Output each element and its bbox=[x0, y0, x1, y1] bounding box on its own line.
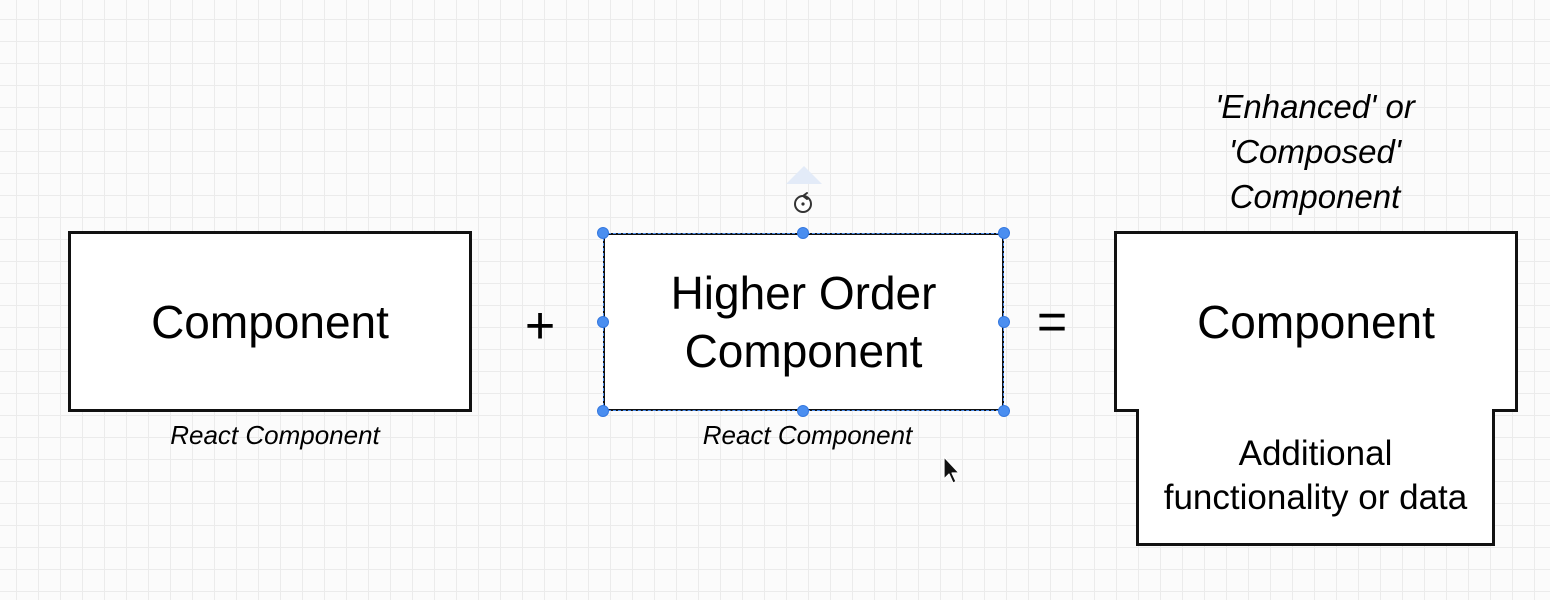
additional-functionality-box[interactable]: Additional functionality or data bbox=[1136, 409, 1495, 546]
enhanced-caption-line2: 'Composed' bbox=[1228, 133, 1402, 170]
resize-handle-top-right[interactable] bbox=[998, 227, 1010, 239]
resize-handle-bottom[interactable] bbox=[797, 405, 809, 417]
react-component-caption: React Component bbox=[170, 420, 380, 450]
equals-operator: = bbox=[1036, 293, 1068, 351]
mouse-cursor-icon bbox=[943, 456, 960, 484]
component-label: Component bbox=[151, 295, 389, 348]
hoc-label-line1: Higher Order bbox=[670, 267, 937, 319]
resize-handle-bottom-left[interactable] bbox=[597, 405, 609, 417]
enhanced-caption-line3: Component bbox=[1229, 178, 1401, 215]
resize-handle-left[interactable] bbox=[597, 316, 609, 328]
additional-line1: Additional bbox=[1238, 434, 1393, 473]
enhanced-component-caption: 'Enhanced' or 'Composed' Component bbox=[1150, 84, 1480, 219]
additional-line2: functionality or data bbox=[1163, 478, 1468, 517]
higher-order-component-label: Higher Order Component bbox=[671, 264, 937, 380]
component-box[interactable]: Component bbox=[68, 231, 472, 412]
enhanced-component-label: Component bbox=[1197, 295, 1435, 348]
enhanced-component-box[interactable]: Component bbox=[1114, 231, 1518, 412]
resize-handle-bottom-right[interactable] bbox=[998, 405, 1010, 417]
higher-order-component-box[interactable]: Higher Order Component bbox=[603, 233, 1004, 411]
resize-handle-top[interactable] bbox=[797, 227, 809, 239]
hoc-label-line2: Component bbox=[684, 325, 923, 377]
hoc-react-component-caption: React Component bbox=[702, 420, 913, 450]
enhanced-caption-line1: 'Enhanced' or bbox=[1215, 88, 1415, 125]
resize-handle-right[interactable] bbox=[998, 316, 1010, 328]
additional-functionality-label: Additional functionality or data bbox=[1164, 432, 1468, 520]
plus-operator: + bbox=[524, 297, 556, 355]
resize-handle-top-left[interactable] bbox=[597, 227, 609, 239]
connector-arrow-icon[interactable] bbox=[786, 166, 822, 184]
rotate-handle-icon[interactable] bbox=[790, 190, 816, 216]
